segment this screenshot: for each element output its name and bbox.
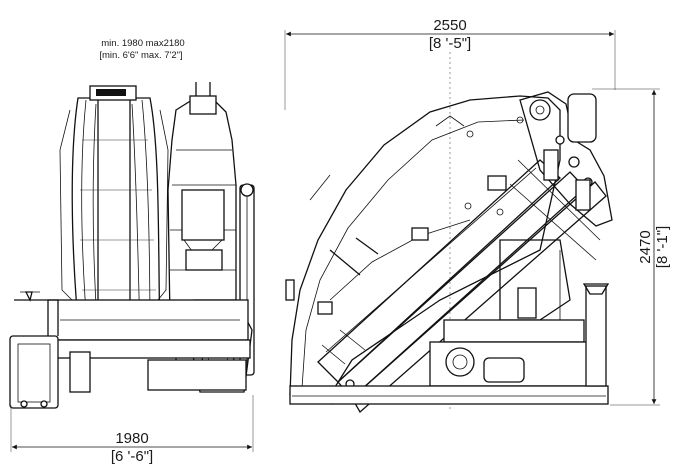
side-height-ftin: [8 '-1"] bbox=[654, 226, 671, 268]
side-length-ftin: [8 '-5"] bbox=[429, 35, 471, 52]
front-width-range-mm: min. 1980 max2180 bbox=[101, 38, 184, 49]
side-length-dimension: 2550 [8 '-5"] bbox=[284, 17, 616, 110]
front-base bbox=[9, 291, 251, 409]
side-height-dimension: 2470 [8 '-1"] bbox=[592, 88, 671, 406]
front-boom bbox=[59, 85, 169, 346]
side-boom-heads bbox=[509, 91, 613, 261]
front-width-ftin: [6 '-6"] bbox=[111, 448, 153, 465]
side-length-mm: 2550 bbox=[433, 17, 466, 34]
front-view: min. 1980 max2180 [min. 6'6" max. 7'2"] bbox=[9, 38, 255, 465]
side-column-plate bbox=[289, 95, 561, 396]
front-width-range-ftin: [min. 6'6" max. 7'2"] bbox=[99, 50, 182, 61]
side-base bbox=[285, 239, 610, 405]
side-height-mm: 2470 bbox=[637, 230, 654, 263]
front-width-mm: 1980 bbox=[115, 430, 148, 447]
side-view: 2550 [8 '-5"] 2470 [8 '-1"] bbox=[284, 17, 671, 414]
front-width-dimension: 1980 [6 '-6"] bbox=[10, 395, 254, 465]
